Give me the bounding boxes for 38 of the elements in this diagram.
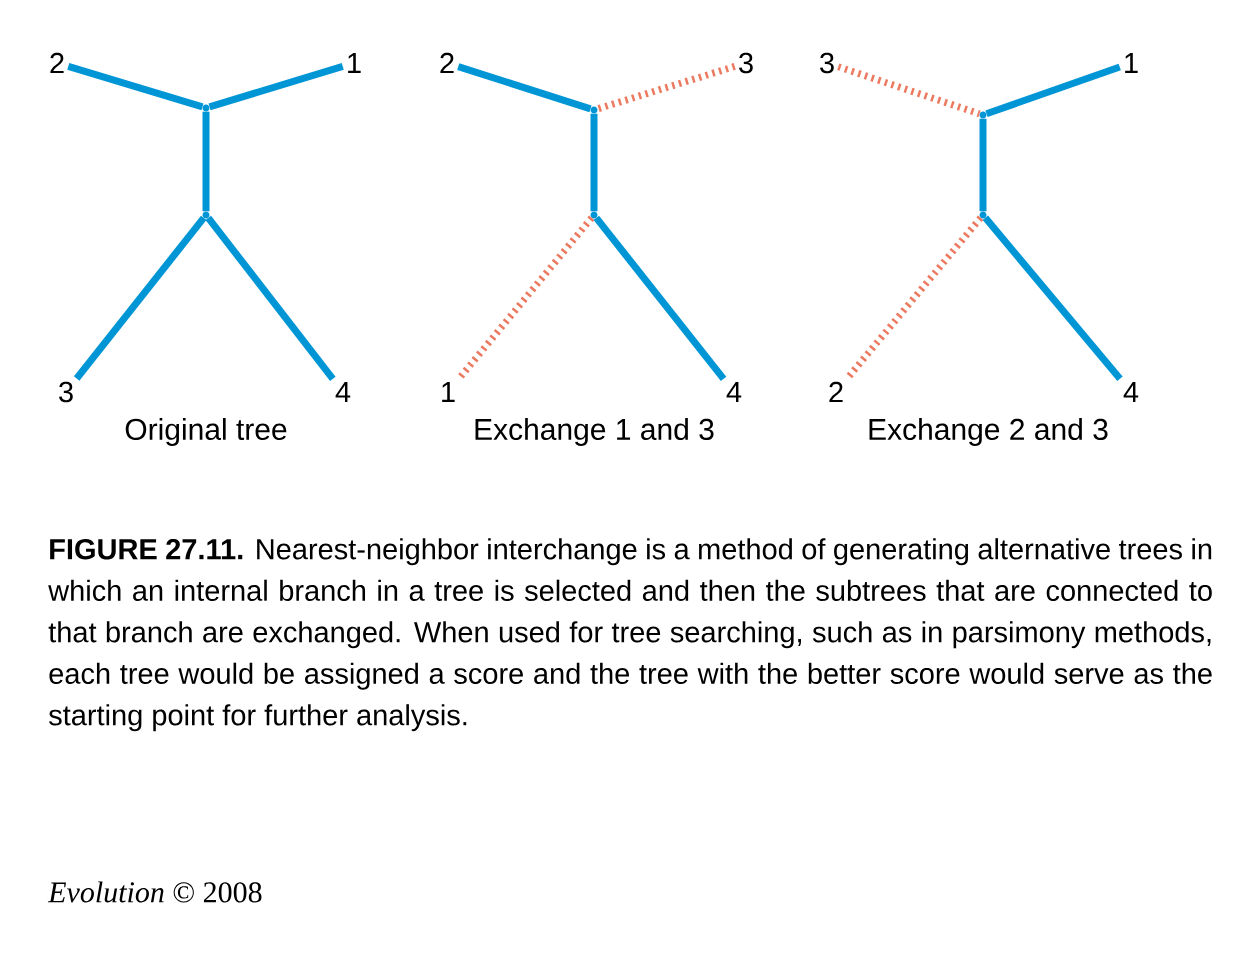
junction-point: [202, 104, 210, 112]
leaf-label: 3: [820, 52, 834, 74]
leaf-label: 2: [829, 381, 843, 403]
junction-point: [590, 106, 598, 114]
tree-title: Exchange 1 and 3: [475, 418, 714, 446]
exchanged-branch: [844, 215, 984, 381]
junction-point: [590, 211, 598, 219]
junction-point: [979, 211, 987, 219]
junction-point: [979, 111, 987, 119]
tree-branch: [590, 113, 598, 212]
leaf-label: 4: [1123, 382, 1139, 402]
tree-branch: [73, 215, 207, 381]
leaf-label: 1: [1125, 53, 1138, 73]
tree-branch: [593, 215, 727, 381]
tree-branch: [982, 215, 1123, 382]
exchanged-branch: [837, 63, 981, 118]
tree-branch: [979, 118, 987, 212]
leaf-label: 1: [348, 53, 361, 73]
tree-branch: [208, 63, 344, 111]
tree-branch: [67, 63, 204, 111]
tree-branch: [202, 111, 210, 212]
leaf-label: 1: [442, 382, 455, 402]
leaf-label: 4: [335, 382, 351, 402]
tree-branch: [457, 63, 592, 113]
leaf-label: 4: [726, 382, 742, 402]
tree-branch: [205, 215, 336, 381]
tree-title: Exchange 2 and 3: [869, 418, 1108, 446]
tree-branch: [985, 63, 1121, 118]
junction-point: [202, 211, 210, 219]
exchanged-branch: [596, 63, 736, 113]
leaf-label: 2: [440, 52, 454, 74]
exchanged-branch: [456, 215, 595, 382]
tree-title: Original tree: [125, 418, 287, 446]
figure-caption: FIGURE 27.11. Nearest-neighbor interchange is a method of generating alternative trees in which an internal branch in a tree is selected and then the subtrees that are connected to that branch are exchanged. When used for tree searching, such as in parsimony methods, each tree would be assigned a score and the tree with the better score would serve as the starting point for further analysis.: [48, 538, 1212, 732]
leaf-label: 3: [59, 381, 73, 403]
leaf-label: 3: [739, 52, 753, 74]
credit-line: Evolution © 2008: [47, 881, 262, 903]
leaf-label: 2: [50, 52, 64, 74]
